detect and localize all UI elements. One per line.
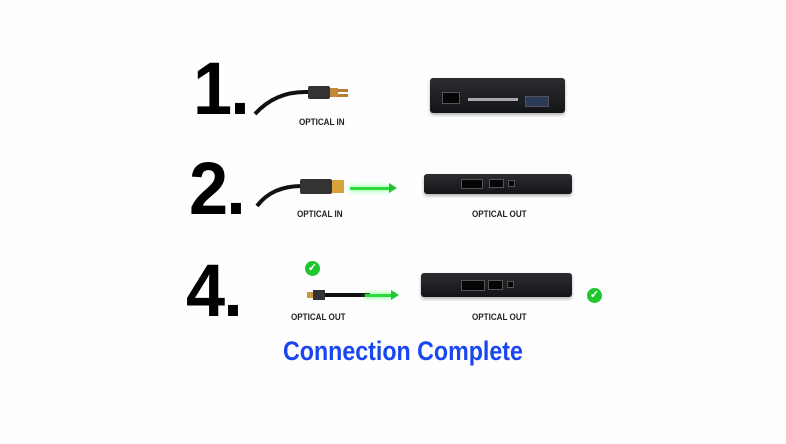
cable-plug-icon (253, 86, 348, 116)
checkmark-icon: ✓ (587, 288, 602, 303)
status-title: Connection Complete (283, 336, 523, 366)
cable-plug-icon (255, 179, 344, 208)
step-2-device-label: OPTICAL OUT (472, 209, 527, 220)
step-2-number: 2. (189, 147, 246, 230)
checkmark-icon: ✓ (305, 261, 320, 276)
step-4-device (421, 273, 572, 297)
green-arrow-icon (365, 290, 399, 300)
step-1-device (430, 78, 565, 113)
step-4-cable-label: OPTICAL OUT (291, 312, 346, 323)
step-2-device (424, 174, 572, 194)
step-4-number: 4. (186, 249, 243, 332)
step-1-cable-label: OPTICAL IN (299, 117, 345, 128)
cable-plug-icon (307, 290, 370, 300)
step-4-device-label: OPTICAL OUT (472, 312, 527, 323)
green-arrow-icon (350, 183, 397, 193)
step-1-number: 1. (193, 47, 250, 130)
step-2-cable-label: OPTICAL IN (297, 209, 343, 220)
